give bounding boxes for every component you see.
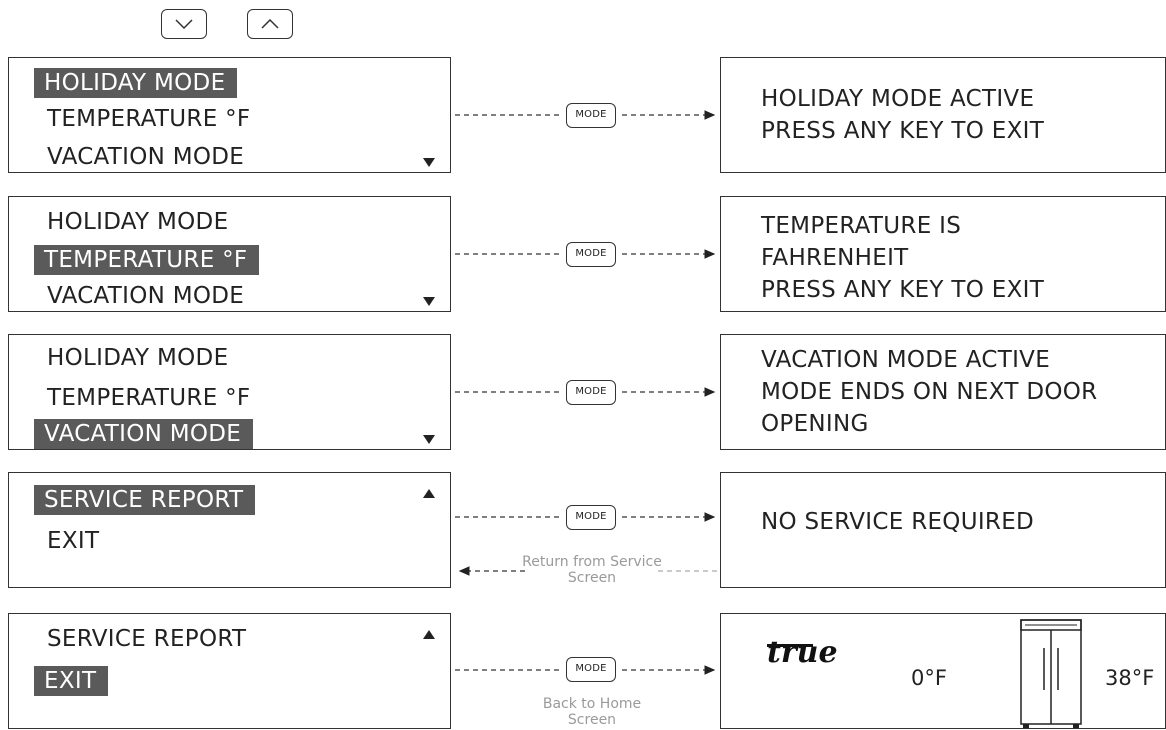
scroll-down-icon	[423, 297, 435, 306]
chevron-up-icon	[261, 19, 279, 29]
menu-item-service-report[interactable]: SERVICE REPORT	[47, 626, 247, 652]
menu-item-temperature[interactable]: TEMPERATURE °F	[47, 385, 251, 411]
home-screen-panel: true 0°F 38°F	[720, 613, 1166, 729]
logo-text: true	[767, 638, 838, 668]
menu-panel-service-selected: SERVICE REPORT EXIT	[8, 472, 451, 588]
display-panel-vacation: VACATION MODE ACTIVE MODE ENDS ON NEXT D…	[720, 334, 1166, 450]
menu-panel-vacation-selected: HOLIDAY MODE TEMPERATURE °F VACATION MOD…	[8, 334, 451, 450]
mode-button[interactable]: MODE	[566, 103, 616, 128]
refrigerator-icon	[1020, 619, 1082, 728]
scroll-up-icon	[423, 489, 435, 498]
menu-panel-temperature-selected: HOLIDAY MODE TEMPERATURE °F VACATION MOD…	[8, 196, 451, 312]
menu-item-service-report[interactable]: SERVICE REPORT	[34, 485, 256, 515]
freezer-temp: 0°F	[911, 666, 947, 690]
display-line: MODE ENDS ON NEXT DOOR	[761, 379, 1098, 405]
home-note: Back to Home Screen	[542, 696, 642, 728]
menu-item-exit[interactable]: EXIT	[47, 528, 100, 554]
display-line: OPENING	[761, 411, 869, 437]
chevron-down-icon	[175, 19, 193, 29]
display-panel-service: NO SERVICE REQUIRED	[720, 472, 1166, 588]
scroll-up-icon	[423, 630, 435, 639]
menu-item-exit[interactable]: EXIT	[34, 666, 109, 696]
display-panel-holiday: HOLIDAY MODE ACTIVE PRESS ANY KEY TO EXI…	[720, 57, 1166, 173]
return-note: Return from Service Screen	[522, 554, 662, 586]
menu-panel-holiday-selected: HOLIDAY MODE TEMPERATURE °F VACATION MOD…	[8, 57, 451, 173]
display-line: PRESS ANY KEY TO EXIT	[761, 118, 1045, 144]
mode-button[interactable]: MODE	[566, 657, 616, 682]
display-line: PRESS ANY KEY TO EXIT	[761, 277, 1045, 303]
mode-button[interactable]: MODE	[566, 380, 616, 405]
menu-item-vacation-mode[interactable]: VACATION MODE	[47, 283, 245, 309]
menu-item-holiday-mode[interactable]: HOLIDAY MODE	[34, 68, 238, 98]
display-line: TEMPERATURE IS	[761, 213, 962, 239]
menu-item-holiday-mode[interactable]: HOLIDAY MODE	[47, 209, 229, 235]
true-logo-icon: true	[767, 638, 838, 668]
display-line: NO SERVICE REQUIRED	[761, 509, 1035, 535]
display-panel-temperature: TEMPERATURE IS FAHRENHEIT PRESS ANY KEY …	[720, 196, 1166, 312]
menu-item-vacation-mode[interactable]: VACATION MODE	[47, 144, 245, 170]
fridge-temp: 38°F	[1105, 666, 1155, 690]
menu-item-temperature[interactable]: TEMPERATURE °F	[47, 106, 251, 132]
down-button[interactable]	[161, 9, 207, 39]
mode-button[interactable]: MODE	[566, 242, 616, 267]
scroll-down-icon	[423, 158, 435, 167]
menu-panel-exit-selected: SERVICE REPORT EXIT	[8, 613, 451, 729]
menu-item-temperature[interactable]: TEMPERATURE °F	[34, 245, 260, 275]
menu-item-vacation-mode[interactable]: VACATION MODE	[34, 419, 254, 449]
display-line: VACATION MODE ACTIVE	[761, 347, 1051, 373]
mode-button[interactable]: MODE	[566, 505, 616, 530]
menu-item-holiday-mode[interactable]: HOLIDAY MODE	[47, 345, 229, 371]
display-line: FAHRENHEIT	[761, 245, 909, 271]
up-button[interactable]	[247, 9, 293, 39]
display-line: HOLIDAY MODE ACTIVE	[761, 86, 1035, 112]
scroll-down-icon	[423, 435, 435, 444]
